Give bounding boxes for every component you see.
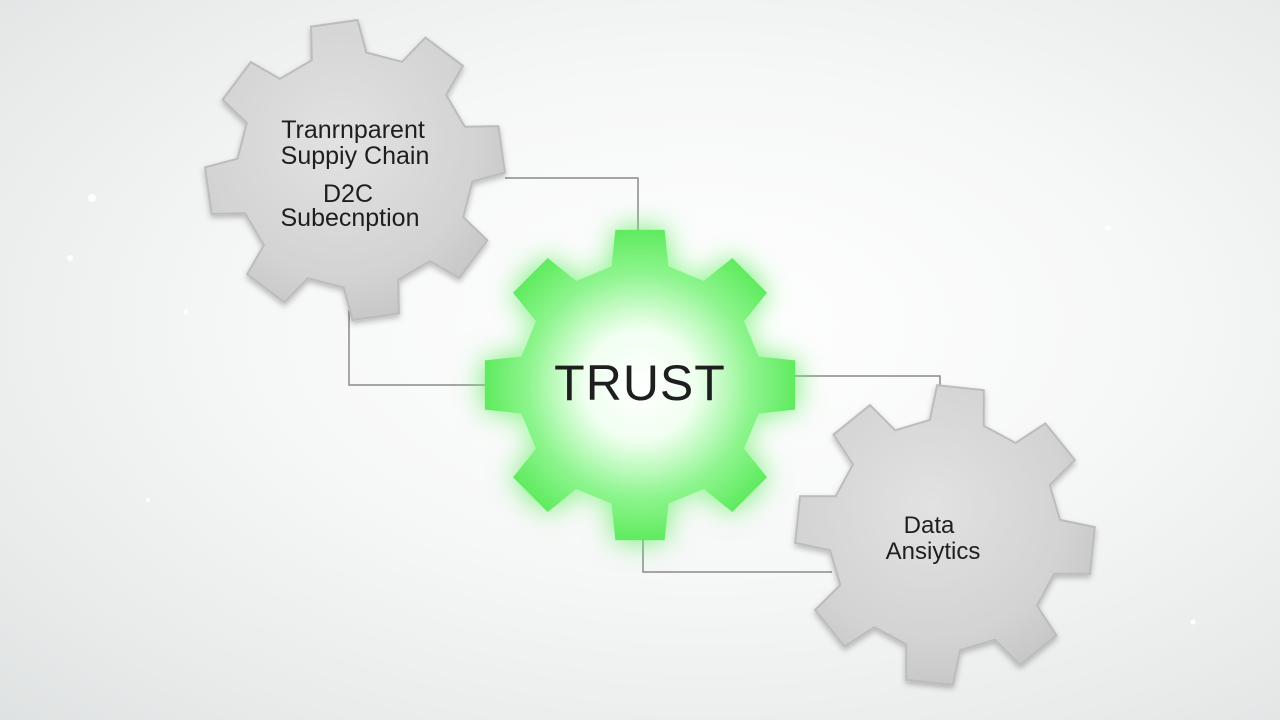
- gear-top-left-line-1: Tranrnparent: [281, 116, 425, 144]
- background-sparkles: [67, 194, 1196, 625]
- gear-top-left-labels: Tranrnparent Suppiy Chain D2C Subecnptio…: [280, 116, 429, 232]
- gear-top-left: [203, 18, 507, 322]
- gear-top-left-line-3: D2C: [323, 180, 373, 208]
- gear-top-left-line-4: Subecnption: [280, 204, 419, 232]
- connector-right: [788, 375, 941, 405]
- connector-top: [505, 177, 639, 235]
- gear-top-left-line-2: Suppiy Chain: [281, 142, 430, 170]
- gear-trust-label: TRUST: [554, 355, 726, 411]
- gear-trust: [484, 229, 796, 541]
- connector-bottom: [642, 535, 832, 573]
- gear-bottom-right-line-2: Ansiytics: [886, 538, 981, 565]
- gear-bottom-right-labels: Data Ansiytics: [886, 512, 981, 565]
- gear-bottom-right-line-1: Data: [904, 512, 955, 539]
- gear-bottom-right: [794, 384, 1096, 686]
- connector-left: [348, 310, 490, 386]
